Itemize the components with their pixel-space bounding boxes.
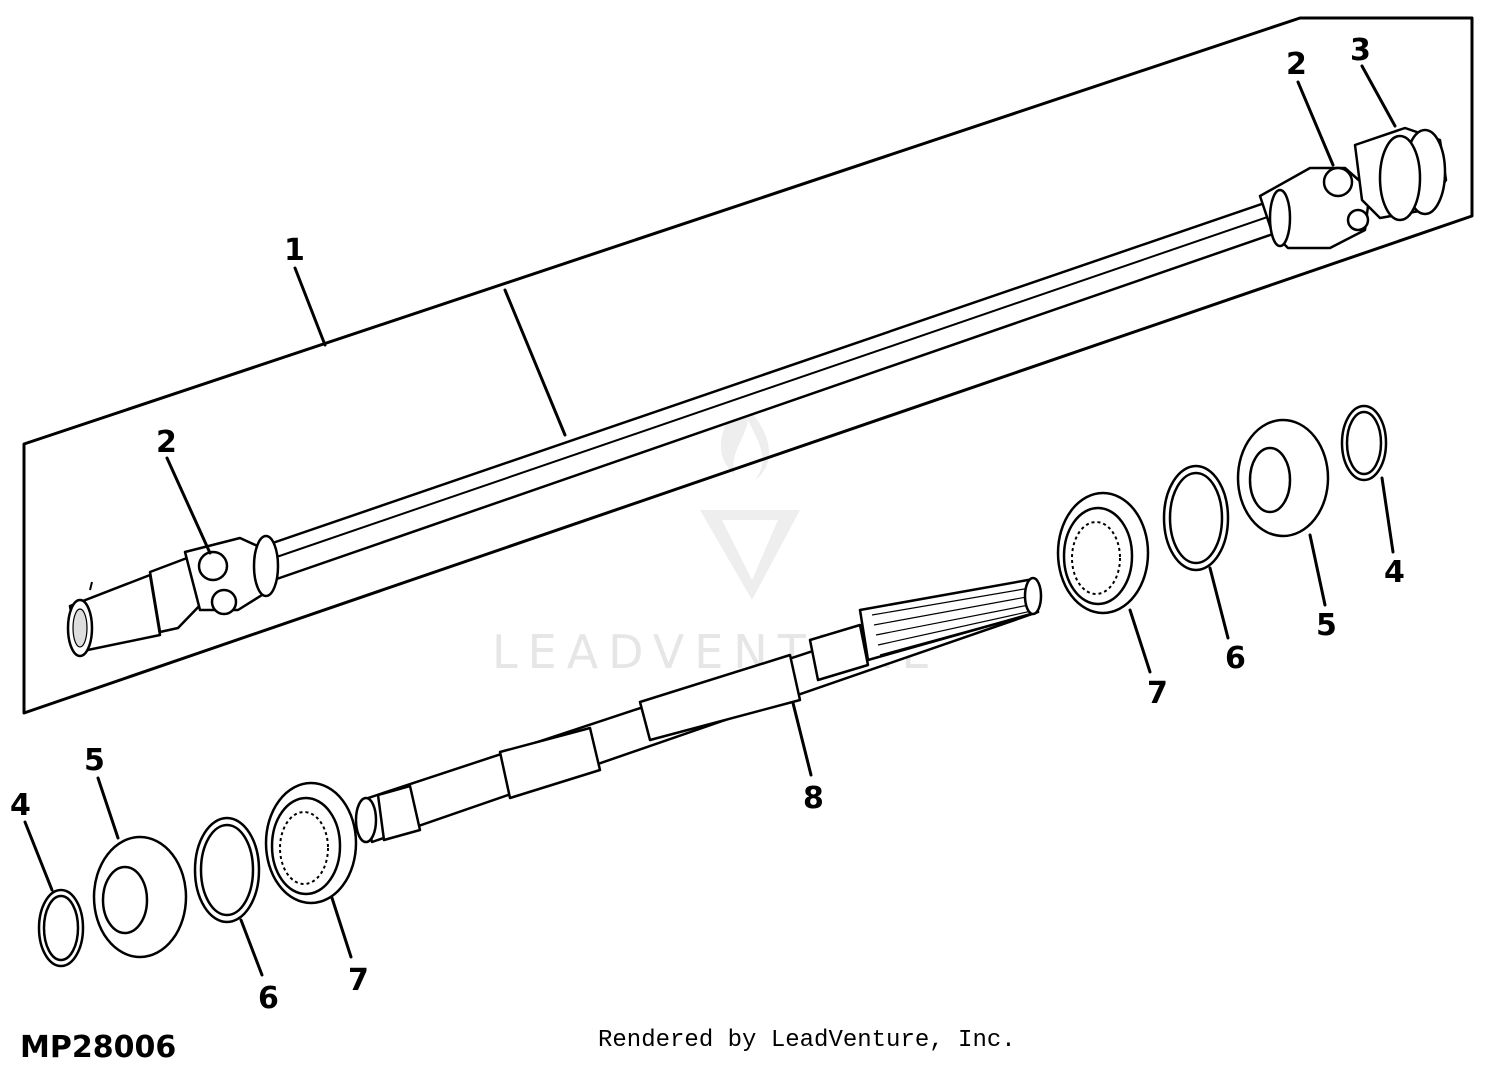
callout-3: 3 [1350,33,1371,68]
retaining-ring-right [1340,404,1388,482]
leader-lines [23,64,1397,977]
callout-2-left: 2 [156,425,177,460]
callout-2-right: 2 [1286,47,1307,82]
render-credit: Rendered by LeadVenture, Inc. [598,1027,1016,1054]
callout-6-right: 6 [1225,641,1246,676]
snap-ring-right [1162,464,1230,572]
seal-left [92,835,188,959]
snap-ring-left [193,816,261,924]
assembly-outline [22,16,1474,715]
retaining-ring-left [37,888,85,968]
callout-4-left: 4 [10,788,31,823]
driveshaft-assembly [66,126,1448,658]
callout-7-right: 7 [1147,676,1168,711]
callout-4-right: 4 [1384,555,1405,590]
splined-shaft [354,576,1043,844]
callout-5-left: 5 [84,743,105,778]
callout-7-left: 7 [348,963,369,998]
callout-8: 8 [803,781,824,816]
callouts: 1 2 2 3 4 4 5 5 6 6 7 7 8 [10,33,1405,1016]
seal-right [1236,418,1330,538]
figure-id: MP28006 [20,1030,177,1065]
bearing-left [264,781,358,905]
callout-1: 1 [284,233,305,268]
bearing-right [1056,491,1150,615]
callout-6-left: 6 [258,981,279,1016]
callout-5-right: 5 [1316,608,1337,643]
